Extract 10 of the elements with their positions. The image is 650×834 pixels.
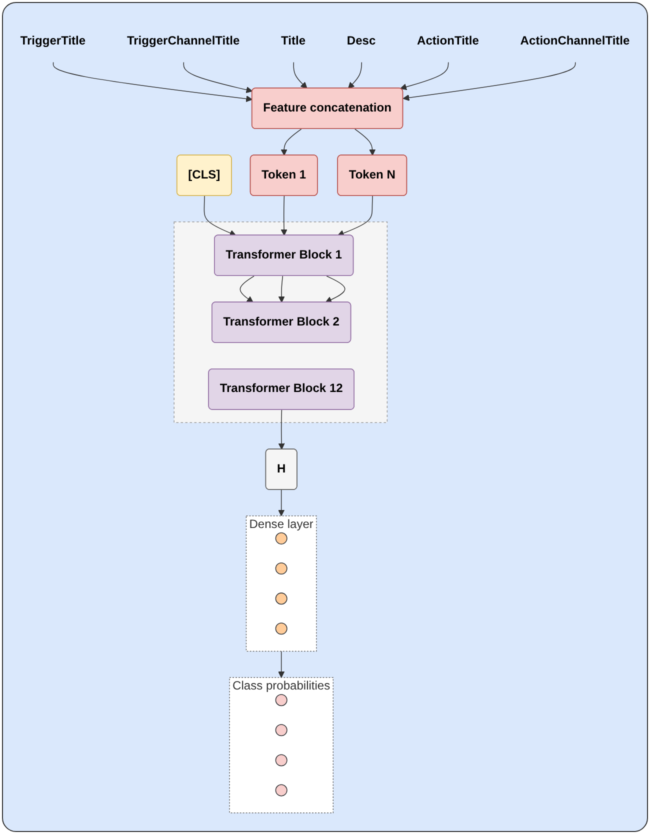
node-text: Token N	[348, 168, 396, 184]
group-title: Class probabilities	[232, 678, 330, 695]
node-text: H	[276, 462, 286, 478]
node-text: Transformer Block 2	[223, 314, 340, 330]
node-text: Transformer Block 12	[220, 381, 343, 398]
node-text: Feature concatenation	[263, 100, 392, 116]
node-text: Transformer Block 1	[226, 248, 342, 264]
node-text: Token 1	[262, 168, 306, 184]
group-title: Dense layer	[249, 517, 314, 533]
node-text: [CLS]	[188, 168, 220, 184]
